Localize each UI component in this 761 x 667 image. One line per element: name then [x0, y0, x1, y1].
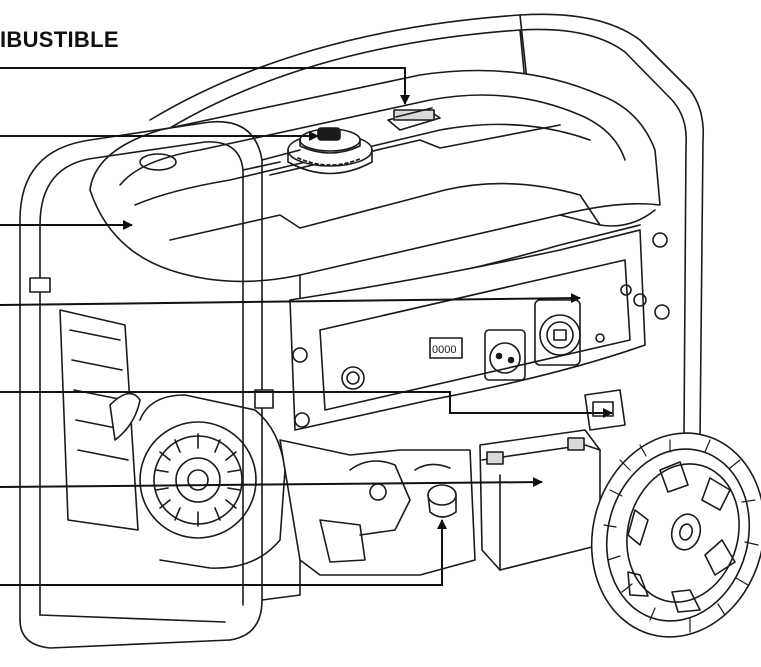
callout-battery — [0, 477, 543, 488]
diagram-heading: IBUSTIBLE — [0, 27, 119, 52]
frame-front — [19, 120, 301, 649]
callout-ac-outlet — [0, 293, 581, 306]
air-filter — [59, 309, 141, 531]
wheel — [590, 432, 761, 638]
callout-fuel-gauge — [0, 67, 410, 105]
hour-meter-digits: 0000 — [432, 344, 456, 356]
recoil-starter — [139, 394, 286, 569]
battery — [479, 429, 601, 571]
callout-lines — [0, 67, 613, 586]
engine-block — [279, 439, 476, 576]
callout-oil-drain — [0, 519, 447, 586]
callout-battery-terminal — [0, 391, 613, 418]
frame-rear — [149, 13, 705, 441]
control-panel — [289, 229, 670, 431]
fuel-gauge — [387, 107, 441, 131]
battery-terminal — [584, 389, 626, 431]
ac-outlet — [484, 299, 605, 381]
oil-drain — [414, 463, 457, 518]
